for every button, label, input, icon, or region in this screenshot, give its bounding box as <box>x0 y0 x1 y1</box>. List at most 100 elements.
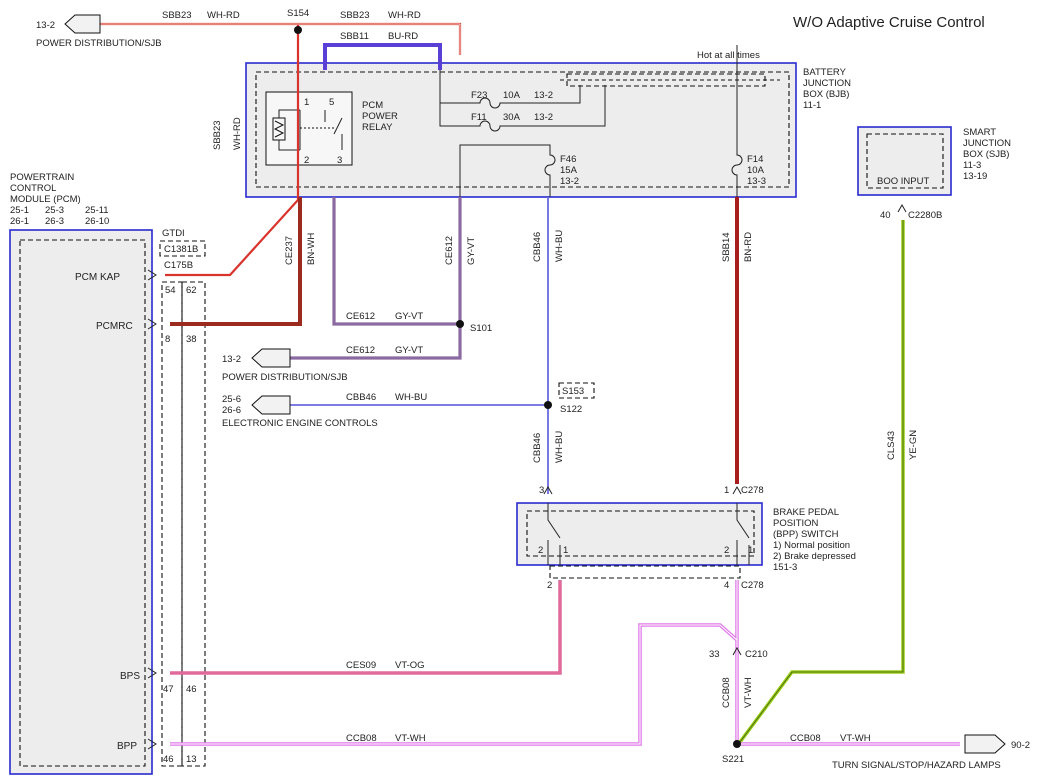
dest-turn-signal-lamps: 90-2 TURN SIGNAL/STOP/HAZARD LAMPS <box>832 734 1030 771</box>
wire-cbb46 <box>290 197 549 494</box>
svg-text:10A: 10A <box>503 90 521 101</box>
svg-text:BU-RD: BU-RD <box>388 31 418 42</box>
sjb-box <box>857 126 952 196</box>
svg-text:CCB08: CCB08 <box>790 733 821 744</box>
svg-text:3: 3 <box>539 485 544 496</box>
svg-text:SBB14: SBB14 <box>721 232 732 262</box>
svg-text:1: 1 <box>748 545 753 556</box>
svg-text:40: 40 <box>880 210 891 221</box>
svg-text:VT-WH: VT-WH <box>743 677 754 708</box>
svg-text:CCB08: CCB08 <box>721 677 732 708</box>
svg-text:26-6: 26-6 <box>222 405 241 416</box>
svg-text:VT-WH: VT-WH <box>395 733 426 744</box>
svg-text:CE612: CE612 <box>346 345 375 356</box>
svg-text:CCB08: CCB08 <box>346 733 377 744</box>
wire-sbb11 <box>323 43 442 70</box>
svg-text:VT-WH: VT-WH <box>840 733 871 744</box>
svg-text:13-2: 13-2 <box>534 90 553 101</box>
svg-text:S153: S153 <box>562 386 584 397</box>
svg-text:54: 54 <box>165 285 176 296</box>
svg-text:15A: 15A <box>560 165 578 176</box>
svg-text:SBB11: SBB11 <box>340 31 369 42</box>
svg-text:YE-GN: YE-GN <box>908 430 919 460</box>
svg-text:2: 2 <box>724 545 729 556</box>
svg-text:8: 8 <box>165 334 170 345</box>
svg-text:WH-BU: WH-BU <box>395 392 427 403</box>
boo-input: BOO INPUT <box>877 176 929 187</box>
svg-text:F23: F23 <box>471 90 487 101</box>
hot-at-all-times: Hot at all times <box>697 50 760 61</box>
svg-text:CE237: CE237 <box>284 236 295 265</box>
svg-text:SBB23: SBB23 <box>212 120 223 150</box>
svg-text:1: 1 <box>724 485 729 496</box>
svg-text:GY-VT: GY-VT <box>395 345 423 356</box>
svg-text:CBB46: CBB46 <box>532 232 543 262</box>
svg-text:S221: S221 <box>722 754 744 765</box>
svg-text:WH-BU: WH-BU <box>554 230 565 262</box>
svg-text:WH-RD: WH-RD <box>207 10 240 21</box>
svg-text:F11: F11 <box>471 112 487 123</box>
svg-text:GTDI: GTDI <box>162 228 185 239</box>
svg-text:13-3: 13-3 <box>747 176 766 187</box>
svg-text:2: 2 <box>304 155 309 166</box>
svg-text:BN-RD: BN-RD <box>743 232 754 262</box>
svg-text:GY-VT: GY-VT <box>395 311 423 322</box>
svg-text:13-2: 13-2 <box>222 354 241 365</box>
dest-electronic-engine-controls: 25-626-6 ELECTRONIC ENGINE CONTROLS <box>222 394 378 429</box>
svg-text:1: 1 <box>563 545 568 556</box>
svg-text:ELECTRONIC ENGINE CONTROLS: ELECTRONIC ENGINE CONTROLS <box>222 418 378 429</box>
dest-power-distribution-1: 13-2 POWER DISTRIBUTION/SJB <box>36 14 162 49</box>
splice-s154 <box>294 26 302 34</box>
svg-text:10A: 10A <box>747 165 765 176</box>
wire-ce237 <box>170 197 302 326</box>
svg-text:47: 47 <box>163 684 174 695</box>
svg-text:5: 5 <box>329 97 334 108</box>
svg-text:30A: 30A <box>503 112 521 123</box>
svg-text:BN-WH: BN-WH <box>306 233 317 265</box>
svg-text:C210: C210 <box>745 649 768 660</box>
svg-text:S154: S154 <box>287 8 309 19</box>
wire-ccb08 <box>170 580 960 746</box>
svg-text:F14: F14 <box>747 154 763 165</box>
svg-text:C278: C278 <box>741 580 764 591</box>
svg-text:CE612: CE612 <box>346 311 375 322</box>
wire-ces09 <box>170 580 562 675</box>
svg-text:1: 1 <box>304 97 309 108</box>
svg-text:46: 46 <box>163 754 174 765</box>
svg-text:CES09: CES09 <box>346 660 376 671</box>
svg-text:62: 62 <box>186 285 197 296</box>
svg-text:WH-RD: WH-RD <box>388 10 421 21</box>
svg-text:WH-BU: WH-BU <box>554 431 565 463</box>
svg-text:SBB23: SBB23 <box>162 10 192 21</box>
svg-text:C2280B: C2280B <box>908 210 942 221</box>
fuse-f11: F11 30A 13-2 <box>439 55 606 132</box>
svg-text:13: 13 <box>186 754 197 765</box>
svg-text:SBB23: SBB23 <box>340 10 370 21</box>
svg-text:S122: S122 <box>560 404 582 415</box>
svg-text:WH-RD: WH-RD <box>232 117 243 150</box>
svg-text:C1381B: C1381B <box>164 244 198 255</box>
pcm-box <box>9 229 153 775</box>
svg-text:POWER DISTRIBUTION/SJB: POWER DISTRIBUTION/SJB <box>36 38 162 49</box>
svg-text:2: 2 <box>547 580 552 591</box>
svg-text:TURN SIGNAL/STOP/HAZARD LAMPS: TURN SIGNAL/STOP/HAZARD LAMPS <box>832 760 1001 771</box>
svg-text:25-6: 25-6 <box>222 394 241 405</box>
splice-s221 <box>733 740 741 748</box>
svg-text:3: 3 <box>337 155 342 166</box>
svg-text:13-2: 13-2 <box>534 112 553 123</box>
svg-text:4: 4 <box>724 580 729 591</box>
wire-cls43 <box>738 220 905 744</box>
wire-ce612 <box>290 197 462 360</box>
svg-text:2: 2 <box>538 545 543 556</box>
svg-text:C175B: C175B <box>164 260 193 271</box>
dest-power-distribution-2: 13-2 POWER DISTRIBUTION/SJB <box>222 348 348 383</box>
svg-text:POWER DISTRIBUTION/SJB: POWER DISTRIBUTION/SJB <box>222 372 348 383</box>
